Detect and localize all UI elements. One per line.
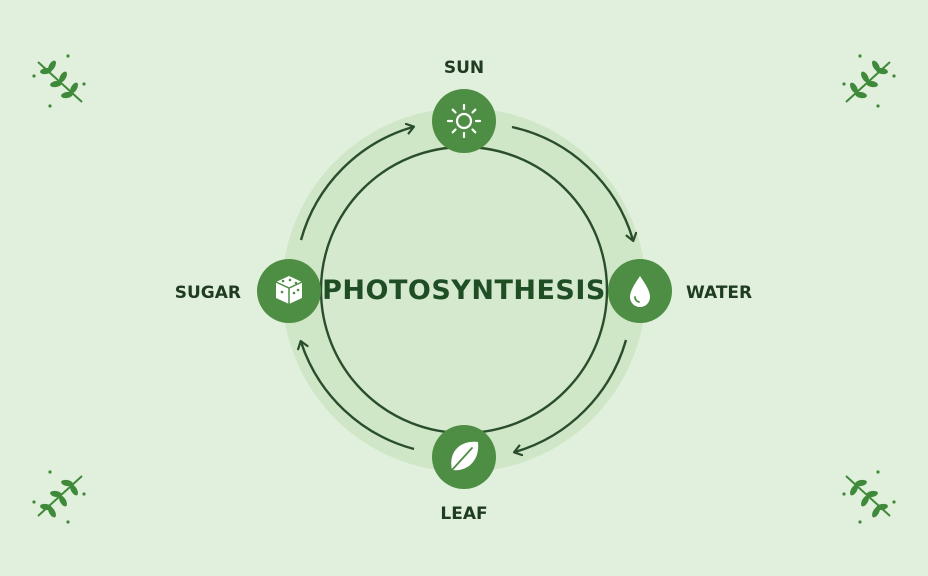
node-label-water: WATER — [686, 283, 752, 303]
node-label-leaf: LEAF — [440, 504, 487, 524]
node-leaf: LEAF — [432, 425, 496, 524]
node-sugar: SUGAR — [175, 259, 321, 323]
leaf-sprig-icon — [841, 469, 897, 525]
node-water: WATER — [608, 259, 752, 323]
water-drop-icon — [630, 276, 650, 307]
arrow-sugar-to-sun — [299, 127, 413, 241]
leaf-sprig-icon — [31, 469, 87, 525]
leaf-sprig-icon — [841, 53, 897, 109]
arrow-sun-to-water — [511, 125, 633, 240]
leaf-icon — [451, 441, 479, 471]
node-label-sun: SUN — [444, 58, 484, 78]
arrow-leaf-to-sugar — [301, 342, 415, 451]
node-label-sugar: SUGAR — [175, 283, 241, 303]
arrow-water-to-leaf — [515, 339, 628, 452]
node-sun: SUN — [432, 58, 496, 153]
sugar-cube-icon — [275, 276, 303, 304]
diagram-title: PHOTOSYNTHESIS — [322, 275, 606, 306]
leaf-sprig-icon — [31, 53, 87, 109]
sun-icon — [446, 103, 482, 139]
